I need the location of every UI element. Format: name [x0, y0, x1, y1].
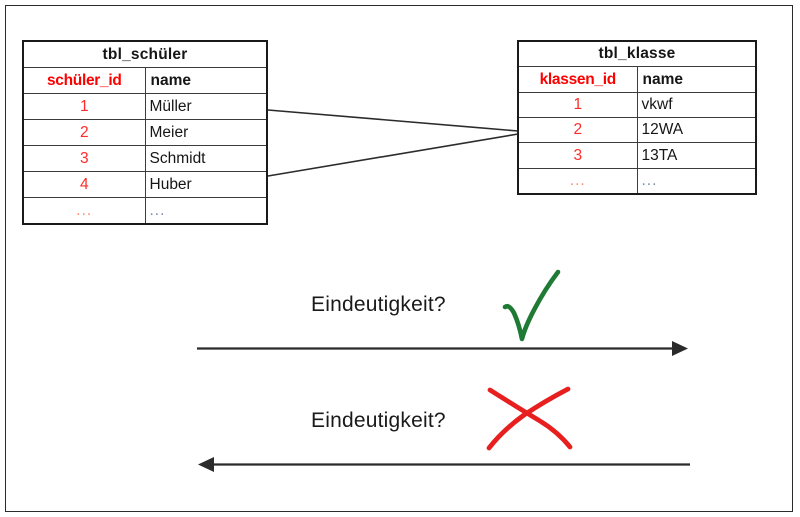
table-row-ellipsis: ... ... — [519, 167, 755, 193]
table-header-row: schüler_id name — [24, 66, 266, 94]
table-row: 2 Meier — [24, 118, 266, 147]
cell-klasse-id-3: 3 — [519, 142, 638, 169]
column-header-schueler-id: schüler_id — [24, 66, 146, 94]
table-row-ellipsis: ... ... — [24, 197, 266, 223]
cell-klasse-name-3: 13TA — [636, 142, 755, 169]
column-header-klasse-name: name — [636, 66, 755, 93]
cell-schueler-name-ellipsis: ... — [144, 197, 266, 223]
table-title-row: tbl_schüler — [24, 42, 266, 68]
table-title-klasse: tbl_klasse — [519, 42, 755, 68]
cell-klasse-id-2: 2 — [519, 116, 638, 144]
table-tbl-schueler: tbl_schüler schüler_id name 1 Müller 2 M… — [22, 40, 268, 225]
cell-schueler-name-4: Huber — [144, 171, 266, 199]
cell-schueler-id-3: 3 — [24, 145, 146, 173]
label-eindeutigkeit-bottom: Eindeutigkeit? — [311, 409, 446, 432]
table-row: 2 12WA — [519, 116, 755, 144]
column-header-klassen-id: klassen_id — [519, 66, 638, 93]
cell-schueler-id-2: 2 — [24, 118, 146, 147]
cell-klasse-name-1: vkwf — [636, 91, 755, 118]
table-header-row: klassen_id name — [519, 66, 755, 93]
cell-klasse-name-ellipsis: ... — [636, 167, 755, 193]
table-row: 1 vkwf — [519, 91, 755, 118]
table-row: 3 13TA — [519, 142, 755, 169]
cell-klasse-id-ellipsis: ... — [519, 167, 638, 193]
cell-schueler-name-1: Müller — [144, 92, 266, 120]
cell-schueler-id-ellipsis: ... — [24, 197, 146, 223]
table-row: 1 Müller — [24, 92, 266, 120]
cell-klasse-name-2: 12WA — [636, 116, 755, 144]
label-eindeutigkeit-top: Eindeutigkeit? — [311, 293, 446, 316]
cell-schueler-id-1: 1 — [24, 92, 146, 120]
cell-schueler-name-3: Schmidt — [144, 145, 266, 173]
table-tbl-klasse: tbl_klasse klassen_id name 1 vkwf 2 12WA… — [517, 40, 757, 195]
cell-klasse-id-1: 1 — [519, 91, 638, 118]
table-row: 4 Huber — [24, 171, 266, 199]
column-header-schueler-name: name — [144, 66, 266, 94]
cell-schueler-name-2: Meier — [144, 118, 266, 147]
table-row: 3 Schmidt — [24, 145, 266, 173]
table-title-row: tbl_klasse — [519, 42, 755, 68]
table-title-schueler: tbl_schüler — [24, 42, 266, 68]
cell-schueler-id-4: 4 — [24, 171, 146, 199]
